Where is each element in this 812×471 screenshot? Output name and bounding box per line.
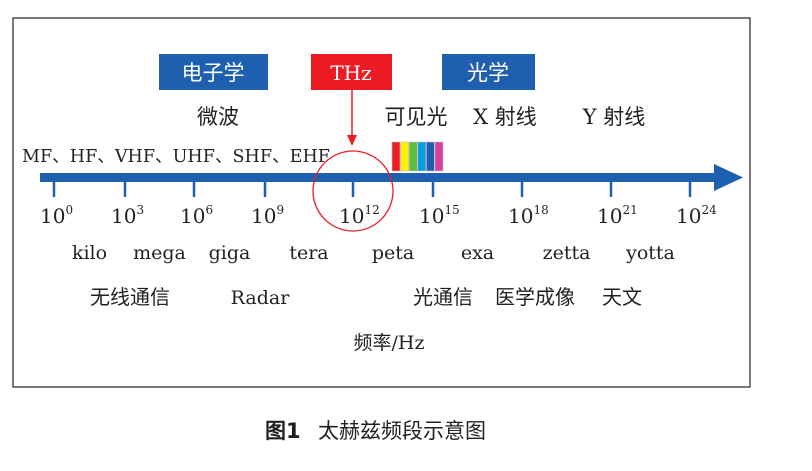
si-prefix-label: kilo	[72, 242, 107, 264]
tick-exponent: 9	[276, 203, 284, 217]
tick-exponent: 0	[65, 203, 73, 217]
tick-label: 1012	[339, 203, 380, 228]
tick-base: 10	[180, 204, 205, 228]
thz-region-circle	[312, 150, 394, 232]
electronics-box	[159, 54, 268, 90]
si-prefix-label: giga	[209, 242, 251, 264]
spectrum-color-swatch	[417, 141, 427, 172]
thz-box	[311, 54, 392, 90]
app-astronomy: 天文	[602, 285, 642, 309]
si-prefix-label: mega	[133, 242, 186, 264]
tick-label: 106	[180, 203, 213, 228]
caption-number: 图1	[265, 419, 301, 443]
tick-exponent: 15	[444, 203, 459, 217]
thz-pointer-arrowhead	[347, 135, 357, 146]
spectrum-color-swatch	[434, 141, 444, 172]
tick-base: 10	[597, 204, 622, 228]
spectrum-color-swatch	[400, 141, 409, 172]
tick-label: 1021	[597, 203, 638, 228]
tick-base: 10	[508, 204, 533, 228]
app-wireless: 无线通信	[90, 285, 170, 309]
tick-exponent: 21	[622, 203, 637, 217]
si-prefix-label: peta	[372, 242, 414, 264]
si-prefix-label: yotta	[625, 242, 675, 264]
tick-label: 103	[111, 203, 144, 228]
spectrum-color-swatch	[408, 141, 418, 172]
tick-label: 1018	[508, 203, 549, 228]
tick-base: 10	[40, 204, 65, 228]
frequency-axis	[40, 173, 720, 182]
microwave-label: 微波	[197, 105, 239, 129]
spectrum-color-swatch	[426, 141, 435, 172]
electronics-label: 电子学	[182, 61, 245, 85]
tick-exponent: 24	[701, 203, 717, 217]
si-prefix-label: zetta	[543, 242, 591, 264]
tick-label: 109	[251, 203, 284, 228]
frame	[12, 17, 751, 388]
xray-label: X 射线	[473, 105, 537, 129]
tick-base: 10	[676, 204, 701, 228]
visible-label: 可见光	[385, 105, 448, 129]
app-radar: Radar	[231, 287, 291, 309]
tick-label: 100	[40, 203, 73, 228]
app-medical: 医学成像	[495, 285, 575, 309]
gamma-label: Y 射线	[582, 105, 646, 129]
tick-exponent: 18	[533, 203, 548, 217]
optics-label: 光学	[467, 61, 509, 85]
tick-base: 10	[339, 204, 364, 228]
spectrum-color-swatch	[391, 141, 401, 172]
axis-arrowhead	[714, 164, 743, 191]
si-prefix-label: exa	[461, 242, 494, 264]
caption-title: 太赫兹频段示意图	[318, 419, 486, 443]
si-prefix-label: tera	[289, 242, 328, 264]
tick-exponent: 3	[136, 203, 144, 217]
optics-box	[442, 54, 535, 90]
visible-spectrum-bar	[391, 141, 444, 172]
tick-label: 1024	[676, 203, 717, 228]
tick-base: 10	[419, 204, 444, 228]
app-optical-comm: 光通信	[413, 285, 473, 309]
tick-exponent: 6	[205, 203, 213, 217]
thz-label: THz	[330, 61, 371, 85]
radio-bands-label: MF、HF、VHF、UHF、SHF、EHF	[22, 146, 330, 167]
tick-base: 10	[251, 204, 276, 228]
tick-base: 10	[111, 204, 136, 228]
tick-exponent: 12	[364, 203, 379, 217]
tick-label: 1015	[419, 203, 460, 228]
axis-label: 频率/Hz	[354, 332, 425, 354]
